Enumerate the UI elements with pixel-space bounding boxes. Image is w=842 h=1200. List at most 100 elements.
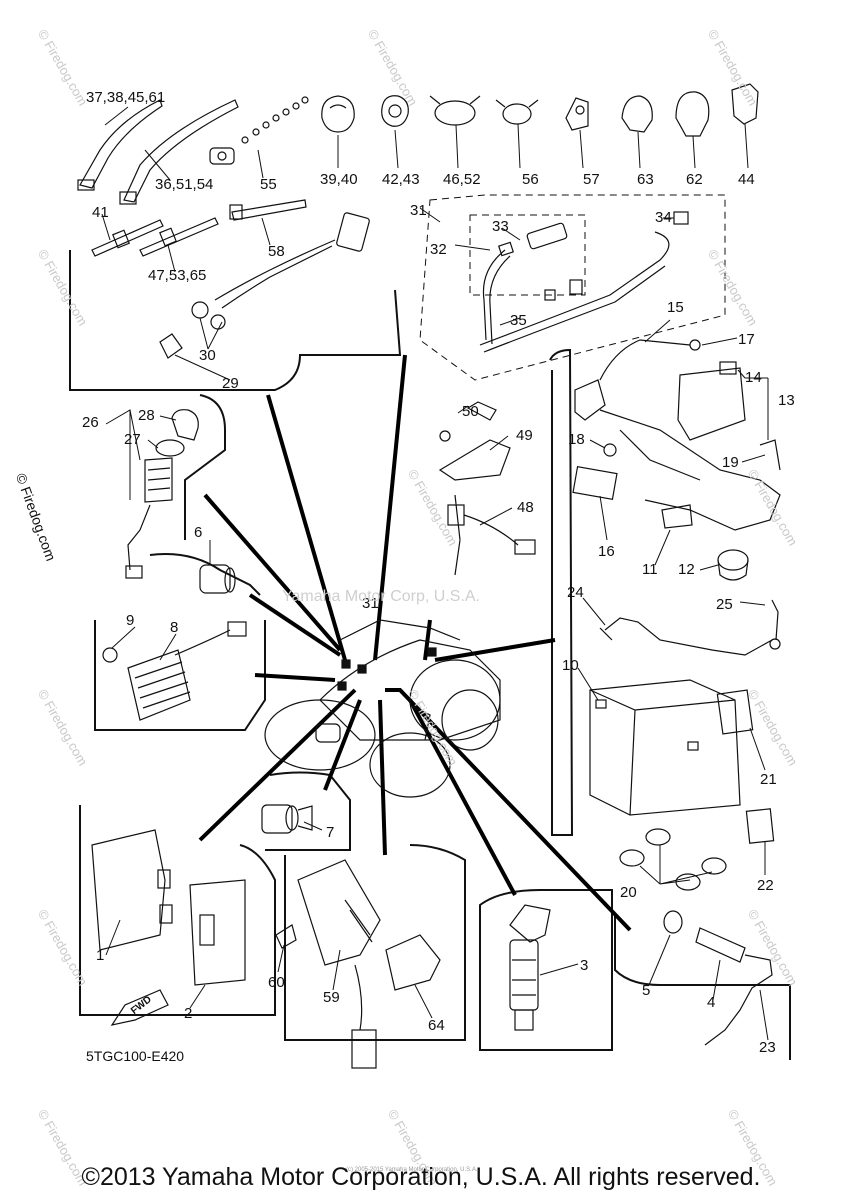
line-harness — [266, 394, 347, 661]
part-label: 5 — [642, 982, 651, 999]
part-label: 20 — [620, 884, 637, 901]
part-label: 47,53,65 — [148, 267, 207, 284]
cdi-1 — [91, 829, 166, 951]
clip-18 — [603, 443, 617, 457]
bolt-9 — [102, 647, 118, 663]
line-relay — [378, 699, 387, 856]
relay-59 — [275, 859, 441, 1069]
center-watermark: Yamaha Motor Corp, U.S.A. — [282, 588, 480, 605]
sub-harness-box — [419, 194, 726, 381]
part-label: 64 — [428, 1017, 445, 1034]
footer-copyright: ©2013 Yamaha Motor Corporation, U.S.A. A… — [81, 1163, 761, 1191]
relay-13 — [677, 367, 746, 441]
connector-lines — [198, 354, 632, 932]
harness-plug-a — [191, 301, 209, 319]
group-outline-relay — [284, 844, 466, 1041]
line-battery — [434, 638, 556, 662]
switch-cap-28 — [171, 409, 199, 441]
drawing-code: 5TGC100-E420 — [86, 1048, 185, 1064]
band-58 — [231, 199, 307, 221]
pad-22 — [745, 808, 775, 844]
pad-21 — [716, 689, 754, 735]
group-outline-ignition-coil — [479, 889, 613, 1051]
part-label: 6 — [194, 524, 203, 541]
part-label: 26 — [82, 414, 99, 431]
line-neutral — [423, 619, 432, 661]
part-label: 4 — [707, 994, 716, 1011]
part-label: 50 — [462, 403, 479, 420]
part-label: 3 — [580, 957, 589, 974]
line-subharness — [373, 354, 407, 661]
plug-4 — [695, 927, 746, 963]
fwd-arrow — [110, 989, 169, 1026]
part-label: 11 — [642, 561, 658, 578]
ignition-coil-3 — [509, 904, 551, 1031]
part-label: 31 — [410, 202, 427, 219]
battery-10 — [589, 679, 741, 816]
line-sensor — [248, 593, 342, 657]
cable-tie-head-37 — [77, 179, 95, 191]
part-label: 49 — [516, 427, 533, 444]
regulator — [102, 621, 247, 721]
harness-plug-b — [210, 314, 226, 330]
line-coil — [408, 699, 517, 896]
fuse-14 — [719, 361, 737, 375]
bolt-17 — [689, 339, 701, 351]
part-label: 57 — [583, 171, 600, 188]
clip-57 — [565, 97, 589, 131]
clips — [321, 83, 759, 137]
part-label: 13 — [778, 392, 795, 409]
spark-plug — [663, 910, 773, 1046]
clamp-55 — [209, 147, 235, 165]
band-47 — [139, 217, 219, 257]
terminal-plus — [595, 699, 607, 709]
washer-5 — [663, 910, 683, 934]
clip-46 — [434, 100, 476, 126]
clip-56 — [502, 103, 532, 125]
bands — [91, 199, 307, 257]
bracket-11 — [661, 504, 693, 529]
bolt-50 — [466, 401, 497, 421]
bracket-49 — [438, 439, 511, 481]
part-label: 34 — [655, 209, 672, 226]
part-label: 59 — [323, 989, 340, 1006]
part-label: 32 — [430, 241, 447, 258]
regulator-8 — [127, 649, 191, 721]
cable-tie-37 — [79, 99, 163, 189]
regulator-connector — [227, 621, 247, 637]
part-33 — [526, 222, 568, 250]
relay-16 — [572, 466, 618, 500]
line-switch — [203, 493, 342, 652]
connector-48 — [514, 539, 536, 555]
part-label: 36,51,54 — [155, 176, 214, 193]
damper-20a — [645, 828, 671, 846]
part-label: 19 — [722, 454, 739, 471]
part-label: 7 — [326, 824, 335, 841]
part-label: 63 — [637, 171, 654, 188]
bolt-60 — [275, 924, 297, 949]
relay-unit-59 — [297, 859, 381, 966]
part-label: 15 — [667, 299, 684, 316]
atv-headlight — [315, 723, 341, 743]
terminal-29 — [159, 333, 183, 359]
cap-23 — [704, 954, 773, 1046]
neutral-switch — [438, 401, 536, 576]
sensor-6 — [199, 564, 236, 594]
part-label: 58 — [268, 243, 285, 260]
cdi-2 — [189, 879, 246, 986]
atv-silhouette — [264, 619, 501, 798]
cable-24 — [599, 627, 613, 641]
starter-relay — [572, 339, 781, 581]
part-label: 27 — [124, 431, 141, 448]
group-outline-battery-bracket — [549, 348, 574, 836]
battery — [589, 599, 781, 891]
part-label: 56 — [522, 171, 539, 188]
harness-connector — [336, 212, 370, 252]
part-label: 62 — [686, 171, 703, 188]
band-41 — [91, 219, 164, 257]
relay-connector — [351, 1029, 377, 1069]
part-label: 29 — [222, 375, 239, 392]
cdi-units — [91, 829, 246, 986]
center-markers — [337, 647, 437, 691]
